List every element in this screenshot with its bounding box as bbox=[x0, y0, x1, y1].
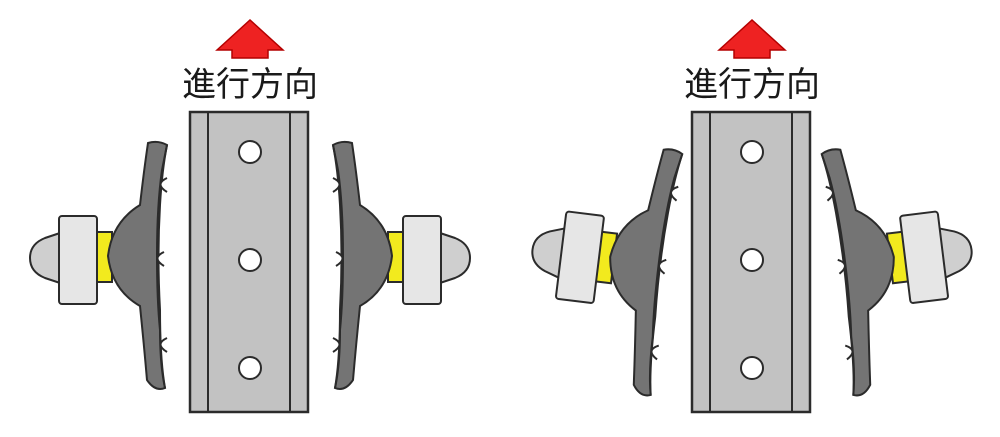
brake-pad-icon bbox=[29, 140, 168, 390]
panel-toe-in: 進行方向 bbox=[515, 18, 989, 414]
direction-arrow-icon bbox=[215, 18, 285, 59]
brake-pad-icon bbox=[332, 140, 471, 390]
brake-pad-icon bbox=[820, 133, 989, 398]
direction-label: 進行方向 bbox=[684, 65, 820, 105]
direction-label: 進行方向 bbox=[182, 65, 318, 105]
brake-pad-icon bbox=[515, 133, 684, 398]
rim-icon bbox=[690, 110, 812, 414]
panel-parallel: 進行方向 bbox=[29, 18, 471, 414]
rim-icon bbox=[188, 110, 310, 414]
direction-arrow-icon bbox=[717, 18, 787, 59]
